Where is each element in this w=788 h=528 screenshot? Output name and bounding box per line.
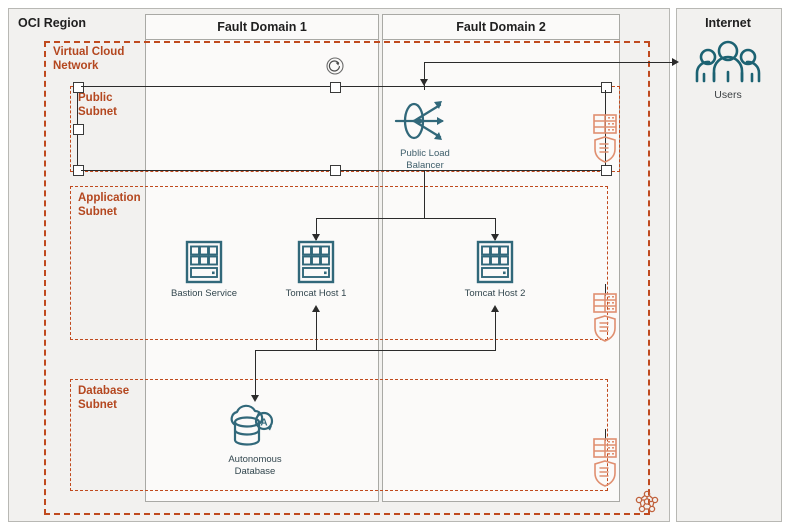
node-tomcat-host-2: Tomcat Host 2: [460, 240, 530, 300]
internet-panel: [676, 8, 782, 522]
connector-db-bus: [255, 350, 496, 351]
connector-arrow-into-tomcat1: [312, 234, 320, 241]
node-adb-label: Autonomous Database: [228, 454, 282, 477]
node-lb-label: Public Load Balancer: [400, 148, 450, 171]
connector-to-tomcat2: [495, 218, 496, 240]
node-tomcat-host-1: Tomcat Host 1: [281, 240, 351, 300]
connector-lb-to-internet-horizontal: [424, 62, 672, 63]
connector-internet-arrowhead: [672, 58, 679, 66]
connector-public-bottom-bus: [81, 170, 606, 171]
server-icon: [281, 240, 351, 286]
connector-endpoint-public-top: [73, 82, 84, 93]
internet-gateway-icon: [325, 56, 345, 76]
connector-to-tomcat1: [316, 218, 317, 240]
node-users-label: Users: [714, 89, 742, 101]
connector-public-top-bus: [81, 86, 606, 87]
fault-domain-2-title: Fault Domain 2: [383, 15, 619, 40]
fault-domain-1-title: Fault Domain 1: [146, 15, 378, 40]
connector-stub-app-route: [605, 284, 606, 296]
node-autonomous-database: A Autonomous Database: [220, 404, 290, 477]
public-subnet-label: Public Subnet: [78, 92, 117, 118]
connector-route-top-square: [601, 82, 612, 93]
network-icon-pair-database: [591, 437, 619, 493]
connector-lb-down: [424, 170, 425, 218]
autonomous-database-icon: A: [220, 404, 290, 452]
svg-text:A: A: [260, 418, 267, 429]
connector-lb-to-internet-vertical: [424, 62, 425, 90]
connector-db-drop: [255, 350, 256, 398]
connector-stub-db-route: [605, 429, 606, 441]
connector-db-bus-to-tomcat1: [316, 310, 317, 350]
connector-app-fanout-bus: [316, 218, 496, 219]
connector-gateway-square: [330, 82, 341, 93]
connector-arrow-into-adb: [251, 395, 259, 402]
connector-arrow-up-tomcat2: [491, 305, 499, 312]
connector-arrow-into-tomcat2: [491, 234, 499, 241]
node-tomcat2-label: Tomcat Host 2: [464, 288, 526, 299]
network-icon-pair-application: [591, 292, 619, 348]
node-users: Users: [692, 38, 764, 101]
fault-domain-2-box: Fault Domain 2: [382, 14, 620, 502]
connector-fd1-bottom-square: [330, 165, 341, 176]
node-tomcat1-label: Tomcat Host 1: [285, 288, 347, 299]
application-subnet-boundary: [70, 186, 608, 340]
database-subnet-label: Database Subnet: [78, 385, 130, 411]
load-balancer-icon: [390, 96, 460, 146]
connector-arrow-up-tomcat1: [312, 305, 320, 312]
connector-route-bottom-square: [601, 165, 612, 176]
connector-endpoint-public-mid: [73, 124, 84, 135]
server-icon: [169, 240, 239, 286]
connector-db-bus-to-tomcat2: [495, 310, 496, 350]
node-public-load-balancer: Public Load Balancer: [390, 96, 460, 171]
server-icon: [460, 240, 530, 286]
connector-arrow-into-lb: [420, 79, 428, 86]
vcn-label: Virtual Cloud Network: [53, 46, 125, 72]
internet-title: Internet: [705, 16, 751, 30]
database-subnet-boundary: [70, 379, 608, 491]
network-icon-pair-public: [591, 113, 619, 169]
vcn-mesh-icon: [632, 485, 662, 517]
vcn-boundary: [44, 41, 650, 515]
public-subnet-boundary: [70, 86, 620, 172]
node-bastion-label: Bastion Service: [170, 288, 237, 299]
oci-region-title: OCI Region: [18, 16, 87, 30]
application-subnet-label: Application Subnet: [78, 192, 141, 218]
node-bastion-service: Bastion Service: [169, 240, 239, 300]
users-icon: [692, 38, 764, 88]
